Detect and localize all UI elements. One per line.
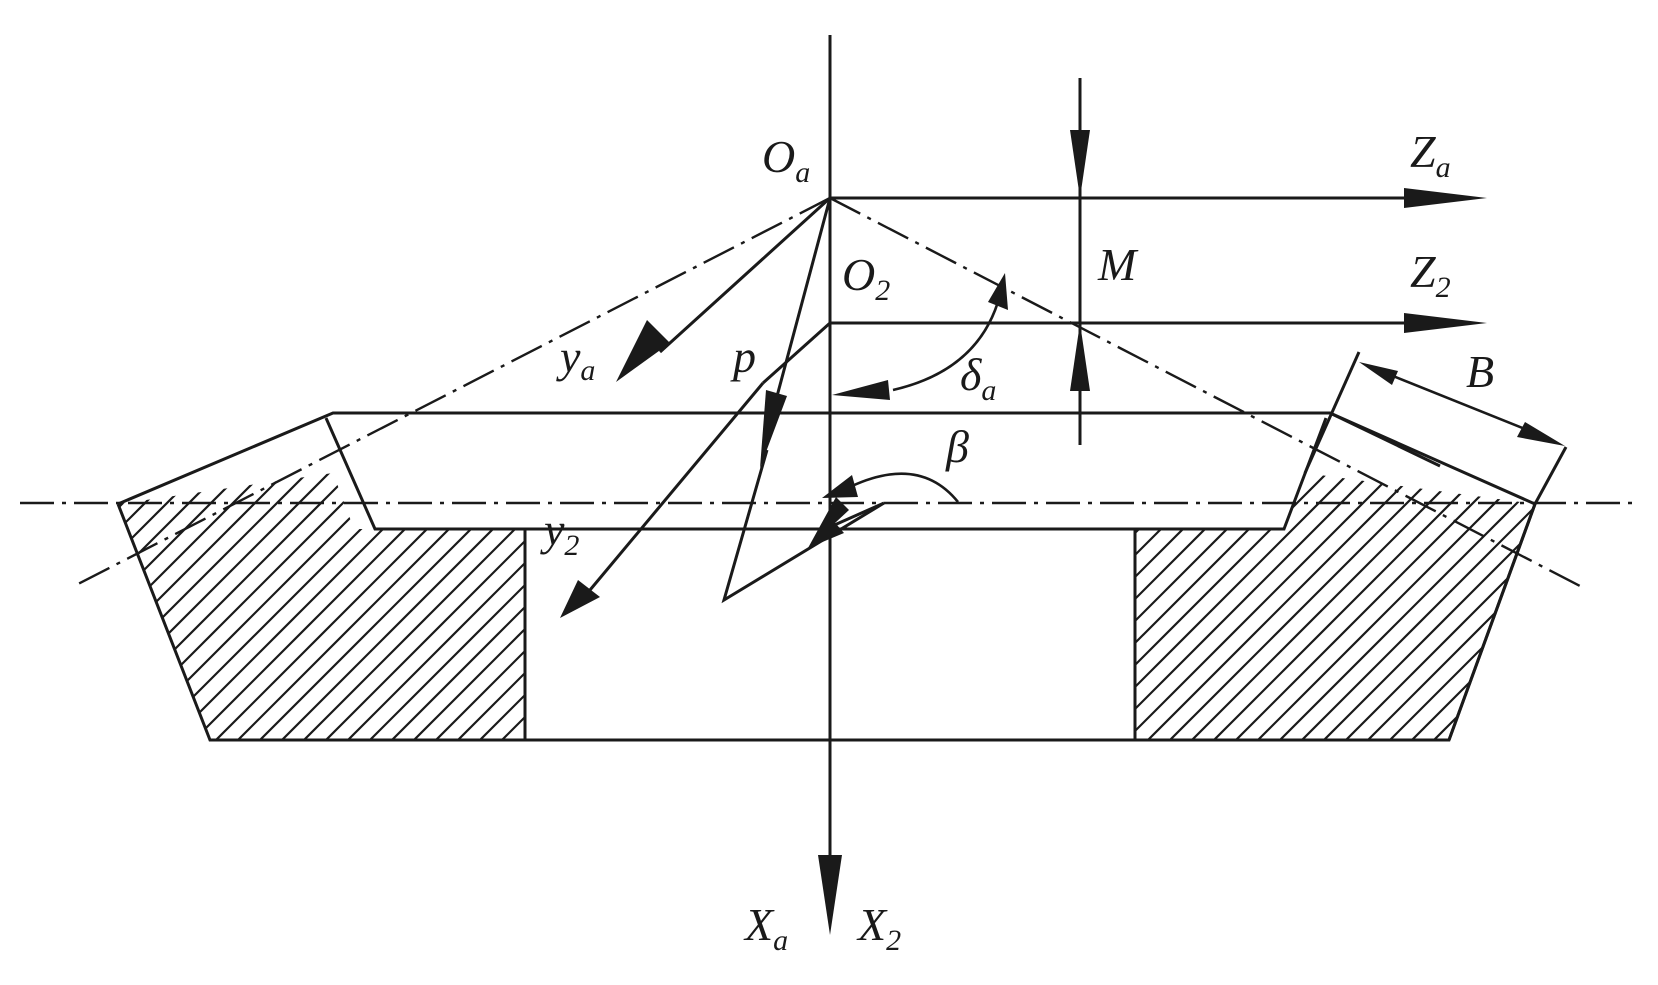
beta-arc-arrowhead [822, 475, 858, 498]
label-origin-2: O2 [842, 249, 890, 307]
delta-angle-arc [892, 294, 1002, 392]
label-axis-x2: X2 [856, 899, 901, 957]
za-axis-arrowhead [1404, 188, 1487, 208]
delta-arrow-right [988, 273, 1008, 310]
label-axis-y2: y2 [540, 504, 579, 562]
label-axis-z2: Z2 [1410, 246, 1451, 304]
o2-link-line [761, 321, 832, 385]
dim-m-arrow-top [1070, 130, 1090, 198]
label-axis-ya: ya [556, 331, 595, 387]
flank-right [1447, 503, 1537, 741]
beta-vector-line [829, 501, 885, 529]
gear-inner-recess [324, 417, 1328, 531]
p-vector-line [774, 197, 832, 401]
label-axis-za: Za [1410, 126, 1451, 184]
x-axis-arrowhead [818, 855, 842, 935]
tooth-triangle [721, 449, 885, 604]
ya-vector-line [658, 196, 832, 354]
label-angle-delta: δa [960, 349, 996, 407]
z2-axis-arrowhead [1404, 313, 1487, 333]
ya-arrowhead [616, 320, 670, 382]
label-angle-beta: β [945, 421, 969, 472]
dim-b-line [1377, 368, 1546, 439]
right-cone-line [829, 196, 1581, 588]
label-axis-xa: Xa [743, 899, 788, 957]
dim-m-arrow-bottom [1070, 323, 1090, 391]
dim-b-arrow-right [1517, 422, 1565, 446]
beta-arrowhead-upper [808, 497, 849, 548]
beta-arrowhead-lower [808, 517, 844, 548]
label-dim-b: B [1466, 346, 1494, 397]
face-extension [1329, 411, 1441, 468]
y2-vector-line [588, 382, 765, 591]
label-origin-a: Oa [762, 131, 810, 189]
label-vector-p: p [730, 331, 756, 382]
label-dim-m: M [1097, 239, 1139, 290]
p-arrowhead [760, 390, 787, 468]
dim-b-arrow-left [1359, 362, 1398, 385]
delta-arrow-left [832, 380, 890, 400]
left-cone-line [77, 196, 831, 586]
beta-angle-arc [851, 472, 960, 503]
b-extension-right [1533, 446, 1568, 505]
y2-arrowhead [560, 580, 600, 618]
